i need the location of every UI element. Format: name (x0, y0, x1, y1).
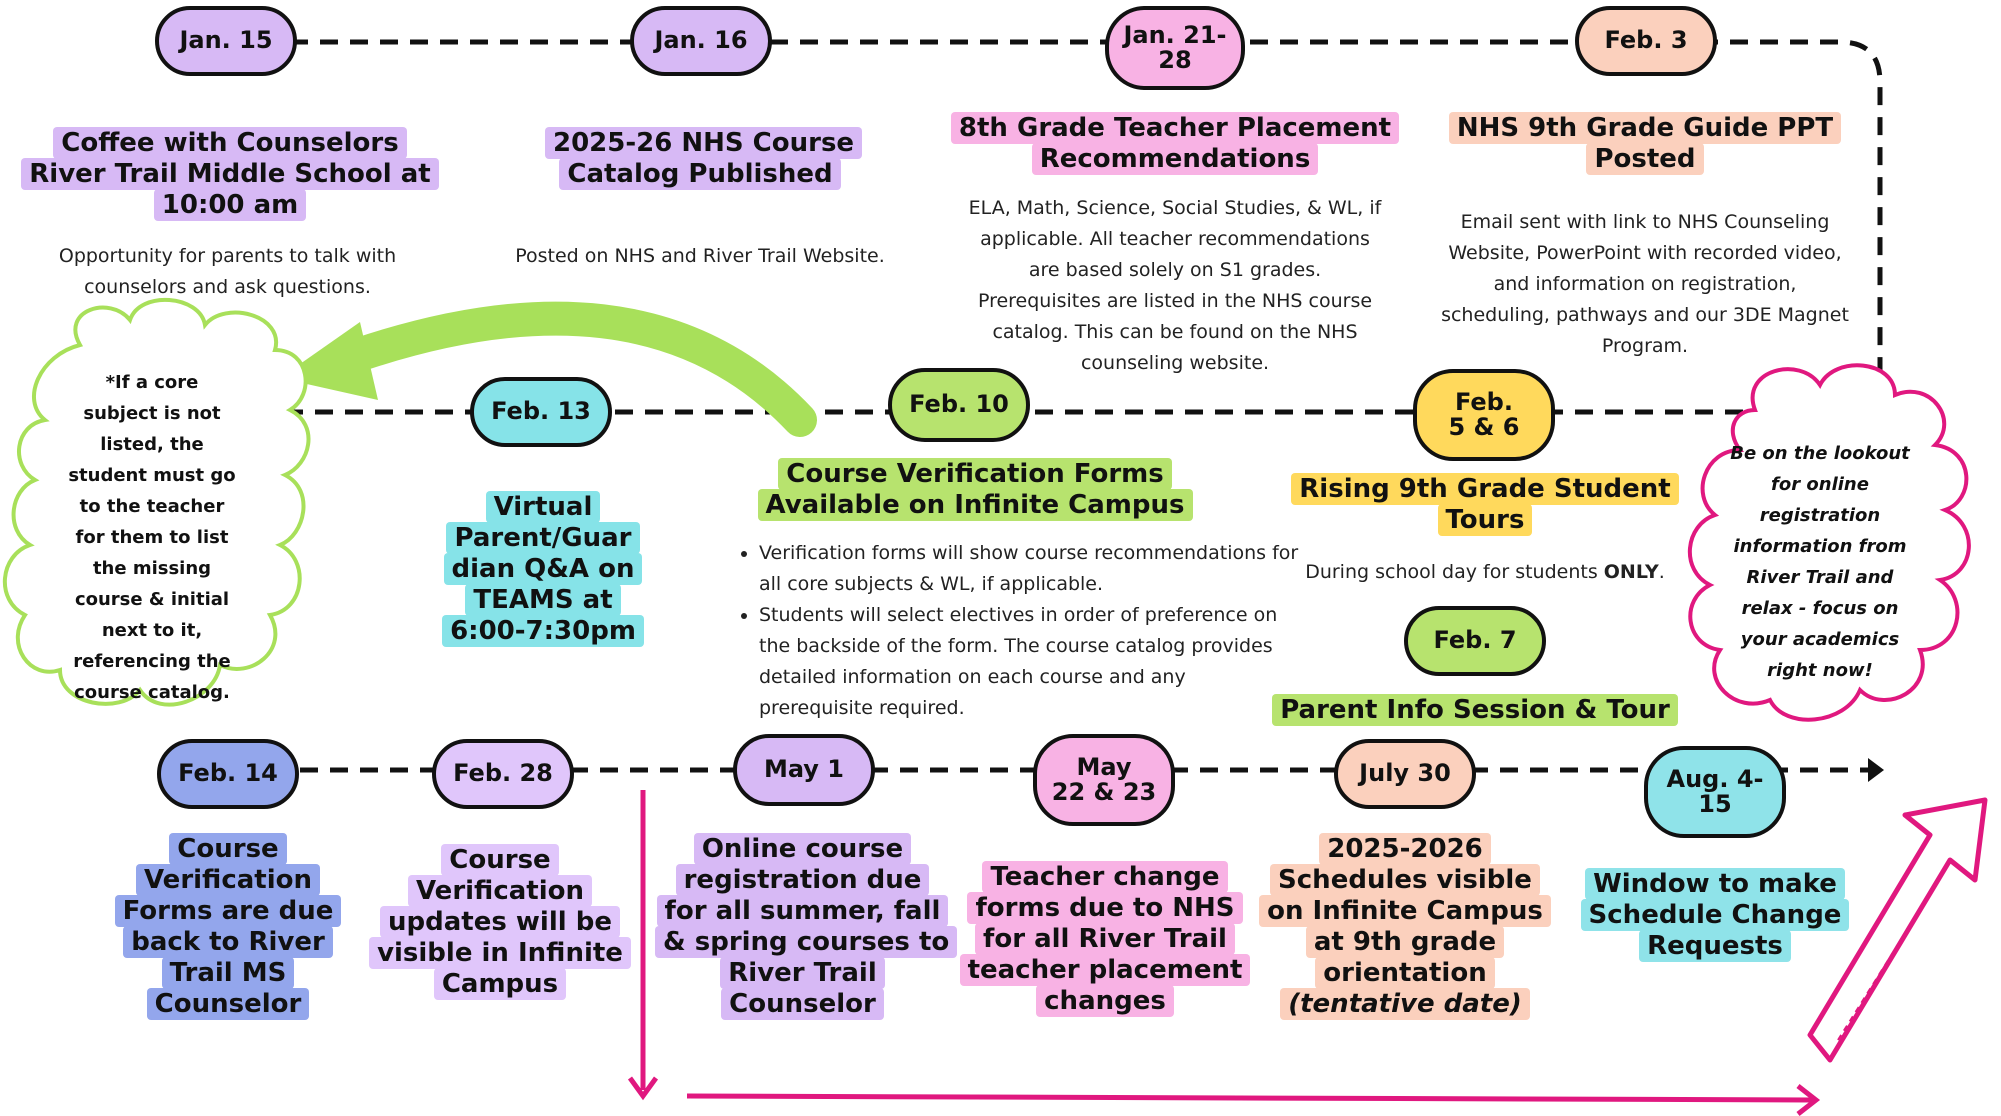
date-feb13: Feb. 13 (470, 377, 612, 447)
event-desc-jan15: Opportunity for parents to talk with cou… (58, 245, 397, 298)
event-desc-jan16: Posted on NHS and River Trail Website. (515, 245, 885, 267)
event-title-feb14: Course Verification Forms are due back t… (110, 833, 346, 1020)
date-aug4-15: Aug. 4- 15 (1644, 746, 1786, 838)
date-jan21-28: Jan. 21- 28 (1105, 6, 1245, 90)
event-title-july30-note: (tentative date) (1280, 988, 1530, 1020)
event-title-aug4-15: Window to make Schedule Change Requests (1575, 868, 1855, 962)
date-may22-23: May 22 & 23 (1033, 734, 1175, 826)
desc-text-end: . (1658, 561, 1665, 583)
date-july30: July 30 (1334, 739, 1476, 809)
desc-text: During school day for students (1305, 561, 1604, 583)
date-feb10: Feb. 10 (888, 368, 1030, 442)
right-cloud-shape (1687, 363, 1971, 722)
event-desc-feb3: Email sent with link to NHS Counseling W… (1441, 211, 1849, 357)
event-desc-feb5-6: During school day for students ONLY. (1285, 557, 1685, 588)
event-title-may1: Online course registration due for all s… (655, 833, 958, 1020)
row3-arrowhead (1868, 758, 1884, 782)
date-feb14: Feb. 14 (157, 739, 299, 809)
event-title-jan15: Coffee with Counselors River Trail Middl… (20, 127, 440, 221)
bullet-item: Verification forms will show course reco… (759, 538, 1299, 600)
event-title-feb7: Parent Info Session & Tour (1270, 694, 1680, 726)
event-title-jan21-28: 8th Grade Teacher Placement Recommendati… (945, 112, 1405, 175)
magenta-hollow-arrow (1807, 797, 1988, 1063)
date-feb28: Feb. 28 (432, 739, 574, 809)
date-jan16: Jan. 16 (630, 6, 772, 76)
event-desc-jan21-28: ELA, Math, Science, Social Studies, & WL… (968, 197, 1382, 374)
event-title-feb3: NHS 9th Grade Guide PPT Posted (1440, 112, 1850, 175)
date-feb7: Feb. 7 (1404, 606, 1546, 676)
date-jan15: Jan. 15 (155, 6, 297, 76)
event-title-feb5-6: Rising 9th Grade Student Tours (1285, 473, 1685, 536)
magenta-down-arrow (627, 790, 659, 1101)
date-feb5-6: Feb. 5 & 6 (1413, 369, 1555, 461)
event-title-feb10: Course Verification Forms Available on I… (745, 458, 1205, 521)
event-title-july30: 2025-2026 Schedules visible on Infinite … (1255, 833, 1555, 1020)
event-title-feb13: Virtual Parent/Guar dian Q&A on TEAMS at… (438, 491, 648, 647)
event-title-feb28: Course Verification updates will be visi… (365, 844, 635, 1000)
event-title-jan16: 2025-26 NHS Course Catalog Published (545, 127, 863, 190)
timeline-path-row1 (290, 39, 1883, 415)
left-cloud-shape (2, 298, 311, 707)
bullet-item: Students will select electives in order … (759, 600, 1299, 724)
event-bullets-feb10: Verification forms will show course reco… (731, 538, 1299, 724)
event-title-may22-23: Teacher change forms due to NHS for all … (955, 861, 1255, 1017)
left-cloud-note: *If a core subject is not listed, the st… (68, 372, 236, 703)
date-may1: May 1 (733, 734, 875, 806)
desc-emphasis: ONLY (1603, 561, 1659, 583)
magenta-right-arrow (686, 1084, 1821, 1116)
date-feb3: Feb. 3 (1575, 6, 1717, 76)
right-cloud-note: Be on the lookout for online registratio… (1730, 443, 1910, 681)
